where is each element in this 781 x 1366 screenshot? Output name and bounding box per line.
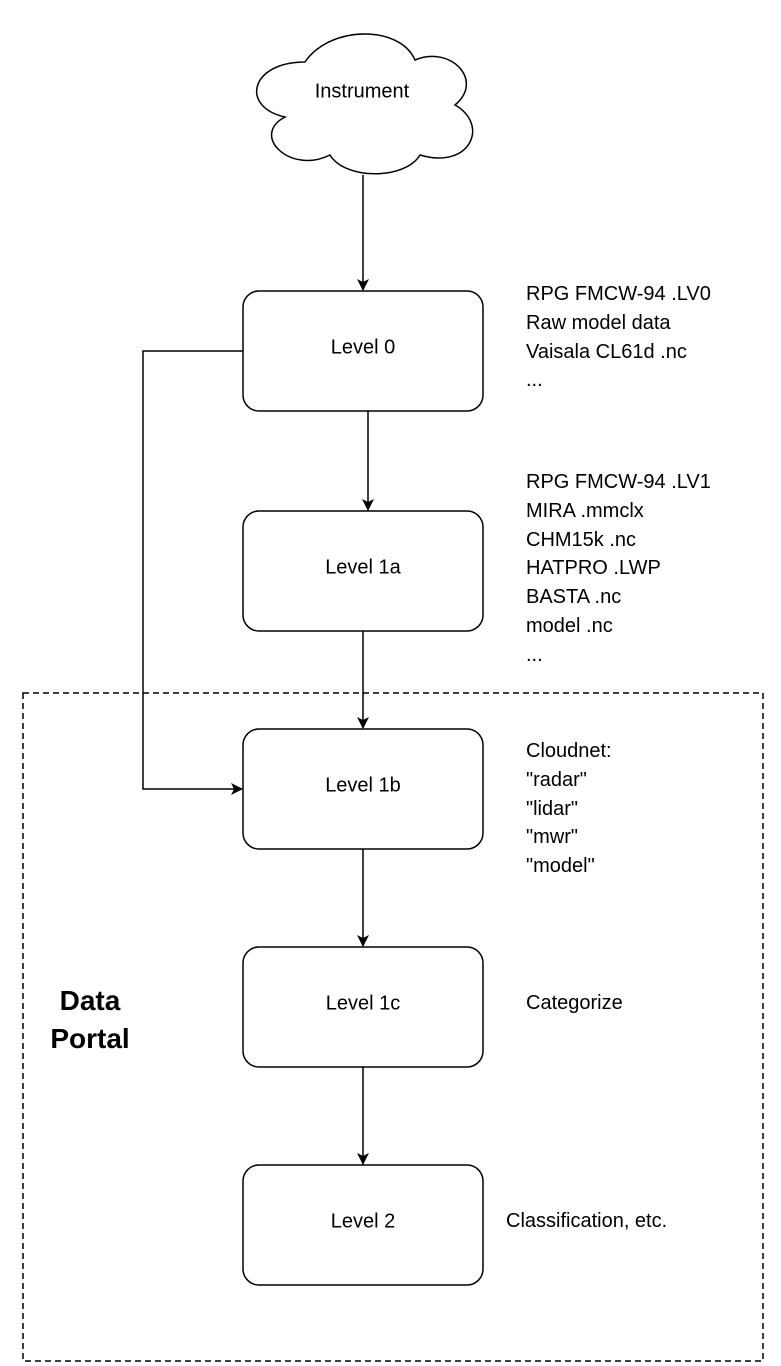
- note-line: MIRA .mmclx: [526, 499, 644, 522]
- level-2-notes: Classification, etc.: [506, 1207, 667, 1236]
- instrument-cloud: Instrument: [256, 33, 474, 175]
- note-line: HATPRO .LWP: [526, 557, 661, 580]
- level-0-box: Level 0: [242, 290, 484, 412]
- note-line: Classification, etc.: [506, 1210, 668, 1232]
- note-line: ...: [526, 643, 543, 666]
- note-line: RPG FMCW-94 .LV1: [526, 471, 711, 493]
- level-2-label: Level 2: [331, 1210, 396, 1232]
- level-1b-box: Level 1b: [242, 728, 484, 850]
- note-line: "lidar": [526, 797, 578, 820]
- level-1c-notes: Categorize: [526, 989, 623, 1018]
- level-0-label: Level 0: [331, 336, 396, 358]
- level-1b-label: Level 1b: [325, 774, 401, 796]
- note-line: BASTA .nc: [526, 586, 622, 609]
- note-line: "model": [526, 855, 595, 878]
- note-line: "radar": [526, 768, 587, 791]
- level-1c-label: Level 1c: [326, 992, 401, 1014]
- level-1a-box: Level 1a: [242, 510, 484, 632]
- instrument-label: Instrument: [315, 80, 410, 102]
- note-line: model .nc: [526, 614, 613, 637]
- note-line: Vaisala CL61d .nc: [526, 340, 687, 363]
- level-1c-box: Level 1c: [242, 946, 484, 1068]
- note-line: CHM15k .nc: [526, 528, 637, 551]
- level-2-box: Level 2: [242, 1164, 484, 1286]
- level-1b-notes: Cloudnet: "radar" "lidar" "mwr" "model": [526, 737, 612, 881]
- level-0-notes: RPG FMCW-94 .LV0 Raw model data Vaisala …: [526, 280, 711, 395]
- note-line: "mwr": [526, 826, 578, 849]
- note-line: Cloudnet:: [526, 740, 612, 762]
- note-line: Categorize: [526, 992, 623, 1014]
- level-1a-notes: RPG FMCW-94 .LV1 MIRA .mmclx CHM15k .nc …: [526, 468, 711, 670]
- note-line: Raw model data: [526, 311, 671, 334]
- level-1a-label: Level 1a: [325, 556, 401, 578]
- data-portal-boundary: [22, 692, 764, 1362]
- note-line: RPG FMCW-94 .LV0: [526, 283, 711, 305]
- note-line: ...: [526, 369, 543, 392]
- arrow-level0-to-level1b: [142, 350, 243, 795]
- data-portal-title: Data Portal: [50, 985, 130, 1054]
